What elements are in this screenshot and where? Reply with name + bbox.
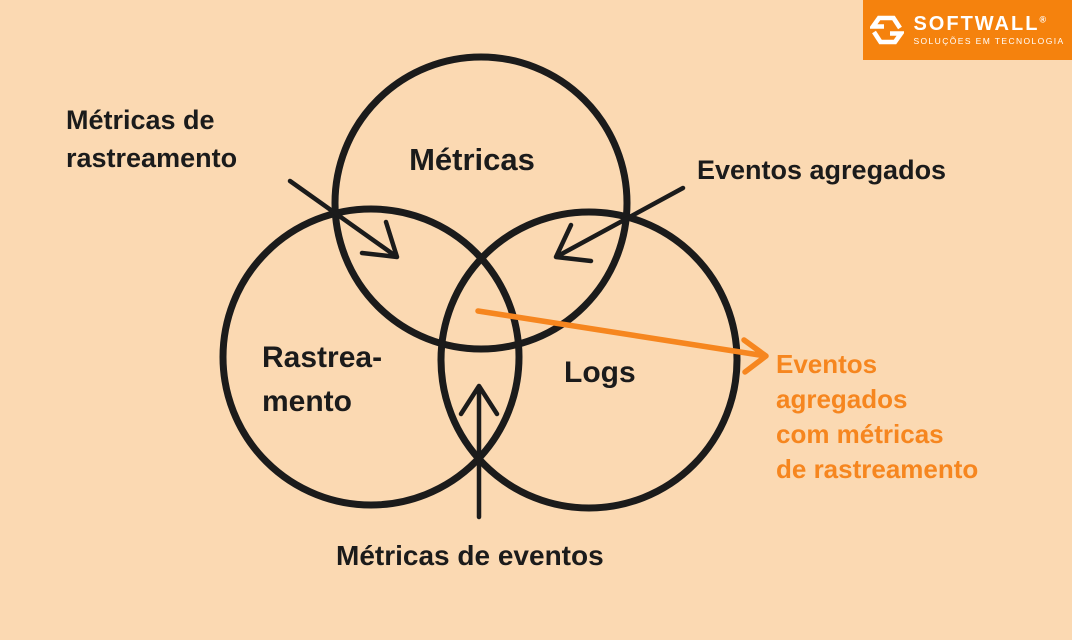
softwall-logo-name: SOFTWALL® xyxy=(913,14,1064,34)
softwall-logo: SOFTWALL® SOLUÇÕES EM TECNOLOGIA xyxy=(863,0,1072,60)
arrow-metricas-rastreamento-intersection xyxy=(287,178,400,260)
annotation-eventos-agregados-com-metricas: Eventos agregados com métricas de rastre… xyxy=(776,349,979,484)
venn-circle-metricas xyxy=(331,53,631,353)
annotation-metricas-de-rastreamento: Métricas de rastreamento xyxy=(66,105,238,173)
annotation-eventos-agregados: Eventos agregados xyxy=(697,155,947,185)
softwall-logo-tagline: SOLUÇÕES EM TECNOLOGIA xyxy=(913,36,1065,47)
venn-set-label-logs: Logs xyxy=(564,356,636,389)
venn-circle-rastreamento xyxy=(219,205,523,509)
venn-set-label-rastreamento: Rastrea- mento xyxy=(262,341,383,418)
softwall-wordmark: SOFTWALL xyxy=(913,13,1040,36)
softwall-logo-icon xyxy=(870,15,905,45)
arrow-triple-intersection xyxy=(475,308,769,375)
registered-trademark-symbol: ® xyxy=(1039,14,1047,25)
annotation-metricas-de-eventos: Métricas de eventos xyxy=(336,540,604,571)
arrow-metricas-logs-intersection xyxy=(553,185,686,264)
arrow-rastreamento-logs-intersection xyxy=(458,383,500,520)
venn-set-label-metricas: Métricas xyxy=(409,142,535,177)
softwall-logo-text: SOFTWALL® SOLUÇÕES EM TECNOLOGIA xyxy=(913,14,1064,46)
venn-circle-logs xyxy=(437,208,741,512)
